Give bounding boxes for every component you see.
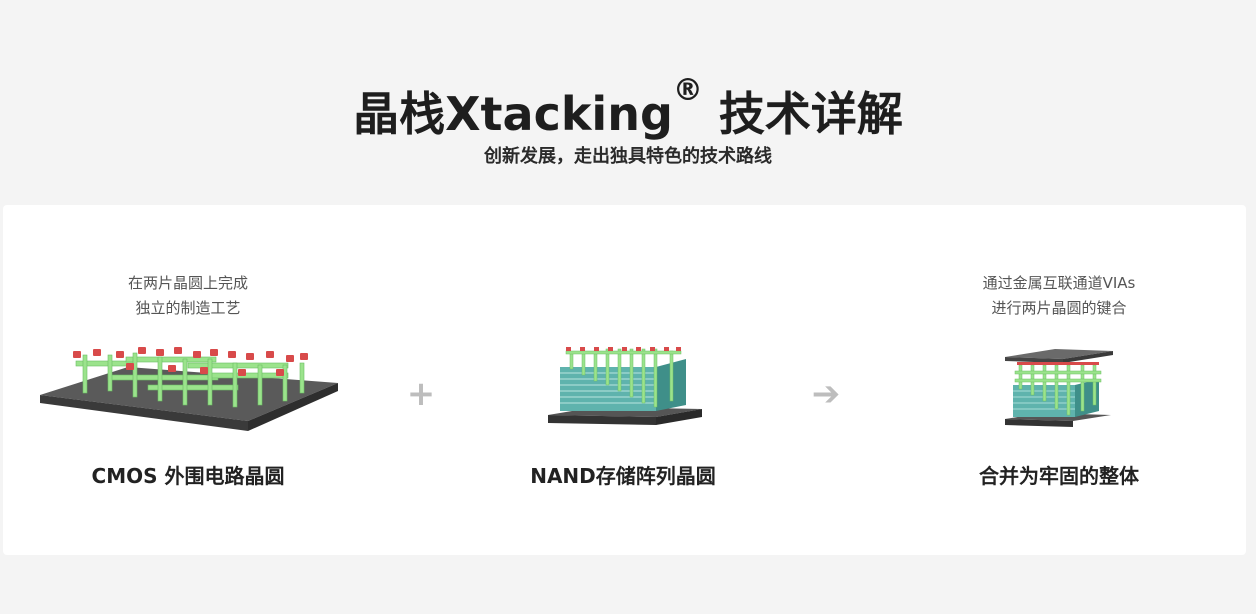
- step-nand: NAND存储阵列晶圆: [473, 205, 773, 555]
- title-text: 晶栈Xtacking: [353, 87, 673, 141]
- step-note: 通过金属互联通道VIAs 进行两片晶圆的键合: [909, 271, 1209, 321]
- cmos-wafer-illustration: [40, 347, 338, 431]
- process-card: 在两片晶圆上完成 独立的制造工艺: [3, 205, 1246, 555]
- note-line: 在两片晶圆上完成: [127, 274, 248, 292]
- step-label: 合并为牢固的整体: [979, 464, 1139, 488]
- title-suffix: 技术详解: [702, 87, 903, 141]
- plus-icon: +: [406, 374, 436, 414]
- step-label: CMOS 外围电路晶圆: [91, 464, 285, 488]
- registered-mark: ®: [672, 73, 703, 108]
- section-heading: 晶栈Xtacking® 技术详解 创新发展，走出独具特色的技术路线: [0, 76, 1256, 168]
- bonded-wafer-illustration: [1005, 349, 1113, 427]
- step-bonded: 通过金属互联通道VIAs 进行两片晶圆的键合: [909, 205, 1209, 555]
- arrow-right-icon: ➔: [811, 374, 841, 414]
- note-line: 独立的制造工艺: [135, 299, 241, 317]
- nand-array-wafer-illustration: [548, 347, 702, 425]
- step-cmos: 在两片晶圆上完成 独立的制造工艺: [38, 205, 338, 555]
- step-note: 在两片晶圆上完成 独立的制造工艺: [38, 271, 338, 321]
- step-label: NAND存储阵列晶圆: [530, 464, 716, 488]
- page-subtitle: 创新发展，走出独具特色的技术路线: [484, 146, 772, 167]
- note-line: 通过金属互联通道VIAs: [982, 274, 1136, 292]
- page-title: 晶栈Xtacking® 技术详解: [0, 76, 1256, 146]
- note-line: 进行两片晶圆的键合: [991, 299, 1127, 317]
